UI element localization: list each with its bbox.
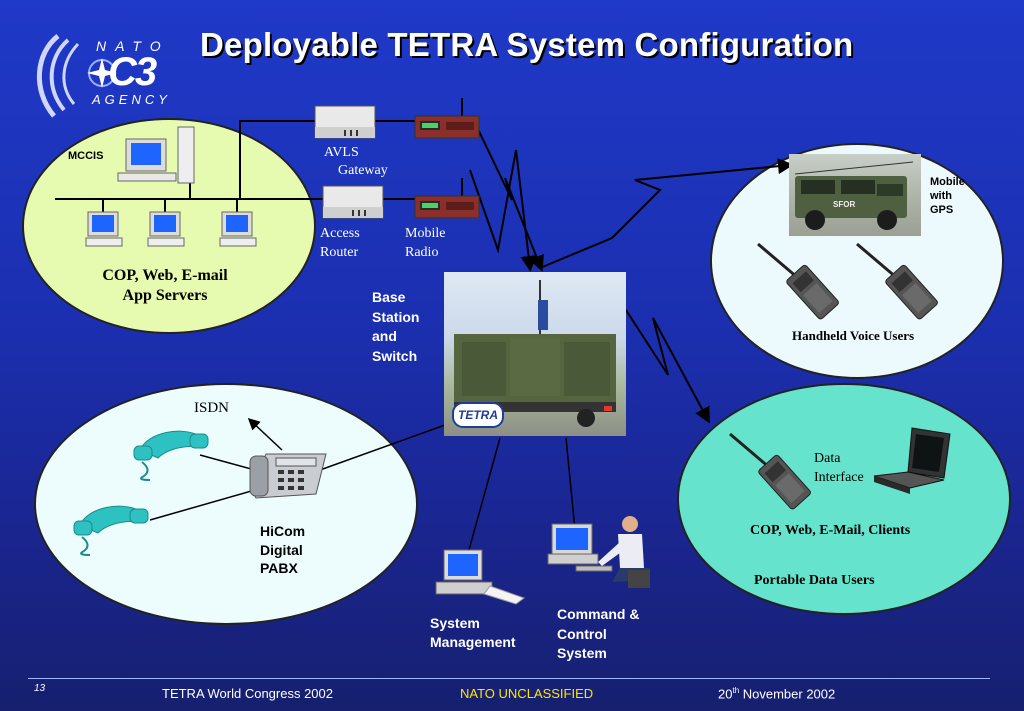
handheld-users-caption: Handheld Voice Users [792,328,915,343]
vehicle-sfor-text: SFOR [833,200,856,209]
radio-link-lower [469,149,537,272]
laptop-icon [873,427,951,494]
gps-label-line1: Mobile [930,176,965,188]
server-3-icon [219,211,257,247]
phone-1-line [199,454,256,471]
data-interface-line2: Interface [814,470,864,485]
logo-swoosh-icon [37,34,117,118]
cc-line [565,437,577,541]
avls-label-line2: Gateway [338,163,388,178]
avls-gateway-label: AVLS Gateway [324,144,388,180]
base-label-line4: Switch [372,347,418,364]
access-label-line2: Router [320,245,359,260]
gps-label-line3: GPS [930,204,954,216]
pabx-label: HiCom Digital PABX [260,522,305,578]
container-truck-icon [454,280,616,427]
footer-event: TETRA World Congress 2002 [162,686,333,701]
mobile-radio-line1: Mobile [405,226,446,241]
handheld-radio-1-icon [757,242,839,320]
pabx-label-line3: PABX [260,560,298,576]
land-rover-icon [794,161,914,230]
cc-line1: Command & [557,606,640,622]
command-control-operator-icon [547,516,650,588]
server-site-caption: COP, Web, E-mail App Servers [70,266,260,306]
data-users-ellipse [677,383,1011,615]
base-label-line2: Station [372,308,420,325]
avls-radio-icon [414,98,480,139]
handheld-radio-2-icon [856,242,938,320]
mccis-label: MCCIS [68,150,104,162]
footer-divider [28,678,990,679]
footer-date-rest: November 2002 [739,686,836,702]
mobile-radio-icon [414,178,480,219]
phone-2-line [149,489,256,521]
logo-nato-text: NATO [96,38,170,54]
mccis-workstation-icon [117,126,195,184]
logo-agency-text: AGENCY [92,92,171,107]
gps-link [539,158,794,269]
access-router-label: Access Router [320,224,360,262]
pabx-site-ellipse [34,383,418,625]
server-caption-line1: COP, Web, E-mail [102,267,228,284]
system-management-icon [435,549,526,605]
gps-label-line2: with [930,190,952,202]
sysmgmt-line2: Management [430,634,516,650]
base-station-photo: TETRA [444,272,626,436]
portable-users-caption: Portable Data Users [754,573,875,588]
base-label-line3: and [372,328,397,344]
avls-gateway-icon [314,105,376,139]
server-1-icon [85,211,123,247]
logo-c3-text: C3 [108,50,157,94]
mobile-radio-label: Mobile Radio [405,224,445,262]
command-control-label: Command & Control System [557,605,639,664]
handset-2-icon [73,505,149,556]
isdn-label: ISDN [194,400,230,416]
data-interface-label: Data Interface [814,449,864,487]
data-user-link [625,309,710,424]
data-interface-line1: Data [814,451,841,466]
footer-date-day: 20 [718,686,733,702]
mobile-radio-line2: Radio [405,245,439,260]
access-router-icon [322,185,384,219]
tetra-badge: TETRA [452,402,504,428]
server-caption-line2: App Servers [122,287,208,304]
base-label-line1: Base [372,289,406,305]
sysmgmt-line1: System [430,615,480,631]
page-number: 13 [34,683,46,694]
cc-line2: Control [557,625,607,642]
gps-vehicle-photo: SFOR [789,154,921,236]
portable-radio-icon [729,432,811,510]
pabx-trunk-line [319,424,446,471]
gps-label: Mobile with GPS [930,175,965,217]
base-station-label: Base Station and Switch [372,288,419,366]
access-label-line1: Access [320,226,360,241]
footer-date-suffix: th [732,686,740,695]
clients-caption: COP, Web, E-Mail, Clients [750,523,911,538]
pabx-phone-icon [249,453,327,499]
pabx-label-line2: Digital [260,541,303,558]
page-title: Deployable TETRA System Configuration [200,26,854,63]
avls-label-line1: AVLS [324,145,359,160]
isdn-arrow [247,417,283,451]
server-2-icon [147,211,185,247]
pabx-label-line1: HiCom [260,523,306,539]
footer-date: 20th November 2002 [718,686,835,701]
nato-c3-agency-logo: NATO C3 AGENCY [28,28,168,123]
handset-1-icon [133,430,209,481]
footer-classification: NATO UNCLASSIFIED [460,686,594,701]
cc-line3: System [557,645,607,661]
system-management-label: System Management [430,614,516,652]
